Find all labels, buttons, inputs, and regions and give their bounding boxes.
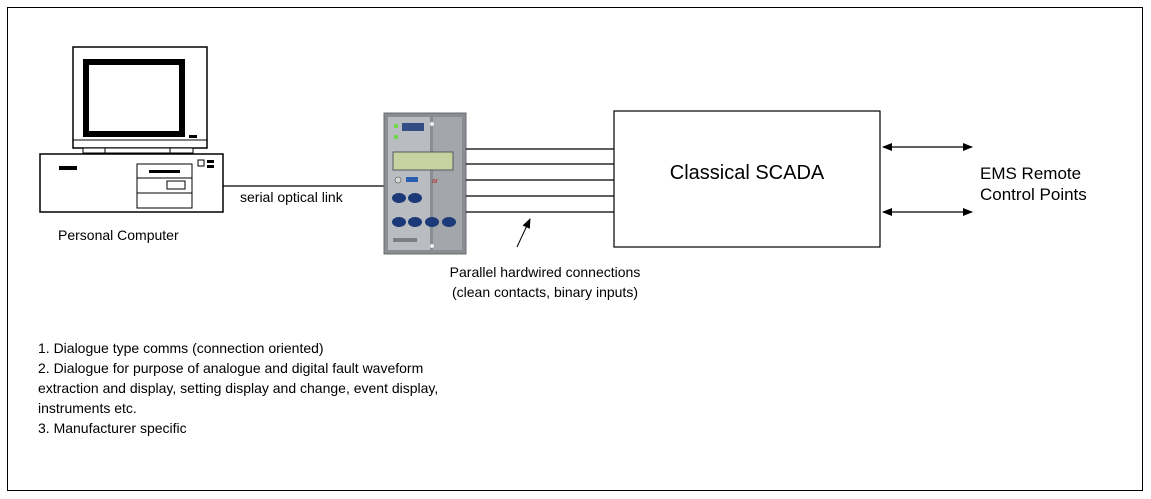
note-item: 1. Dialogue type comms (connection orien… [38, 340, 324, 356]
parallel-hardwired-lines [466, 148, 614, 213]
status-led [394, 135, 398, 139]
serial-optical-link-label: serial optical link [240, 189, 343, 205]
status-led [394, 124, 398, 128]
floppy-slot-icon [59, 166, 77, 170]
notes-list: 1. Dialogue type comms (connection orien… [38, 338, 478, 438]
ems-label-line2: Control Points [980, 185, 1087, 204]
note-item: 3. Manufacturer specific [38, 420, 187, 436]
device-button [442, 217, 456, 227]
device-button [392, 217, 406, 227]
ems-remote-control-points-label: EMS Remote Control Points [980, 163, 1130, 205]
monitor-button [189, 135, 197, 138]
device-button [408, 193, 422, 203]
relay-device-icon: ar [383, 112, 467, 255]
personal-computer-label: Personal Computer [58, 227, 179, 243]
pointer-arrow [516, 218, 531, 248]
note-item: 2. Dialogue for purpose of analogue and … [38, 360, 439, 416]
svg-text:ar: ar [432, 178, 439, 185]
device-lcd [392, 151, 454, 171]
parallel-label-line1: Parallel hardwired connections [449, 264, 641, 280]
device-button [425, 217, 439, 227]
device-button [392, 193, 406, 203]
parallel-label-line2: (clean contacts, binary inputs) [452, 284, 638, 300]
system-unit [39, 153, 224, 213]
device-button [408, 217, 422, 227]
ems-label-line1: EMS Remote [980, 164, 1082, 183]
parallel-hardwired-label: Parallel hardwired connections (clean co… [410, 262, 680, 302]
classical-scada-label: Classical SCADA [669, 162, 825, 184]
monitor-stand [82, 147, 194, 154]
monitor-screen [83, 59, 185, 137]
device-right-panel [433, 117, 462, 250]
device-left-panel [388, 117, 430, 250]
diagram-frame [7, 7, 1143, 491]
scada-box [613, 110, 881, 248]
personal-computer-icon [39, 46, 224, 213]
